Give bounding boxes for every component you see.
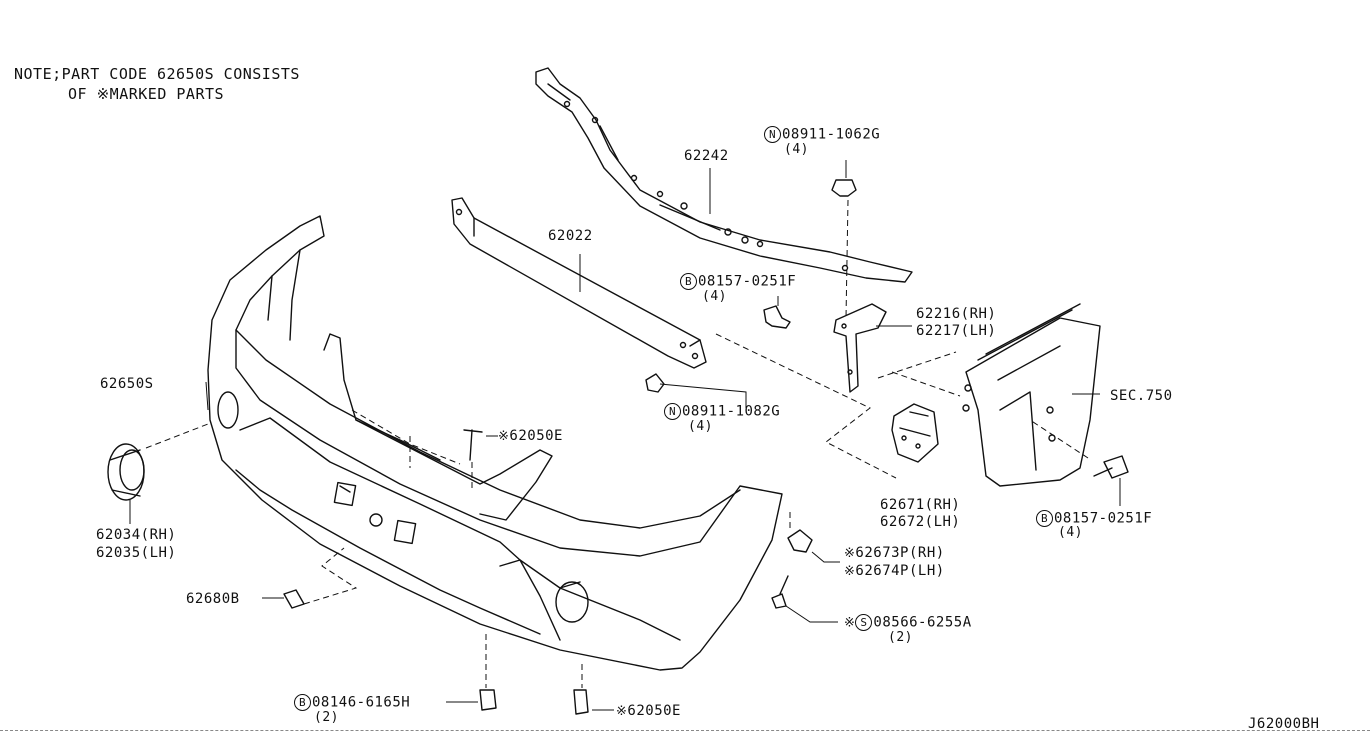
bracket-62671 xyxy=(891,403,939,463)
bolt-right-code: 08157-0251F xyxy=(1054,510,1153,527)
callout-62050E-bottom[interactable]: ※62050E xyxy=(616,703,681,720)
leader-lines xyxy=(129,160,1121,711)
callout-62242[interactable]: 62242 xyxy=(684,148,729,164)
callout-62674P-text: 62674P(LH) xyxy=(855,563,945,579)
bolt-right-qty: (4) xyxy=(1058,525,1083,540)
asterisk-mark: ※ xyxy=(616,704,628,719)
callout-62680B[interactable]: 62680B xyxy=(186,591,240,607)
b-circle-icon: B xyxy=(294,694,311,711)
callout-62022[interactable]: 62022 xyxy=(548,228,593,244)
callout-62034[interactable]: 62034(RH) xyxy=(96,527,177,543)
asterisk-mark: ※ xyxy=(844,546,856,561)
bolt-left-qty: (4) xyxy=(702,289,727,304)
n-circle-icon: N xyxy=(664,403,681,420)
callout-62671[interactable]: 62671(RH) xyxy=(880,497,961,513)
note-line-1: NOTE;PART CODE 62650S CONSISTS xyxy=(14,65,300,83)
bracket-62216 xyxy=(833,303,887,393)
n-circle-icon: N xyxy=(764,126,781,143)
fastener-shapes xyxy=(463,179,1129,715)
bolt-bottom-qty: (2) xyxy=(314,710,339,725)
note-line-2: OF ※MARKED PARTS xyxy=(68,85,225,103)
callout-62216[interactable]: 62216(RH) xyxy=(916,306,997,322)
nut-mid-qty: (4) xyxy=(688,419,713,434)
fog-cover-62034 xyxy=(107,443,145,501)
callout-sec750[interactable]: SEC.750 xyxy=(1110,388,1173,404)
nut-mid-code: 08911-1082G xyxy=(682,403,781,420)
callout-62217[interactable]: 62217(LH) xyxy=(916,323,997,339)
callout-62673P[interactable]: ※62673P(RH) xyxy=(844,545,945,562)
callout-62050E-bottom-text: 62050E xyxy=(627,703,681,719)
callout-62672[interactable]: 62672(LH) xyxy=(880,514,961,530)
asterisk-mark: ※ xyxy=(844,564,856,579)
callout-62035[interactable]: 62035(LH) xyxy=(96,545,177,561)
callout-62050E-top-text: 62050E xyxy=(509,428,563,444)
bolt-left-code: 08157-0251F xyxy=(698,273,797,290)
nut-top-qty: (4) xyxy=(784,142,809,157)
callout-62050E-top[interactable]: ※62050E xyxy=(498,428,563,445)
callout-62674P[interactable]: ※62674P(LH) xyxy=(844,563,945,580)
nut-top-code: 08911-1062G xyxy=(782,126,881,143)
upper-reinforcement-62242 xyxy=(535,67,913,283)
b-circle-icon: B xyxy=(680,273,697,290)
asterisk-mark: ※ xyxy=(498,429,510,444)
screw-code: 08566-6255A xyxy=(873,614,972,631)
clip-62680B xyxy=(283,589,305,609)
screw-qty: (2) xyxy=(888,630,913,645)
b-circle-icon: B xyxy=(1036,510,1053,527)
lower-beam-62022 xyxy=(451,197,707,369)
asterisk-mark: ※ xyxy=(844,615,856,631)
diagram-code: J62000BH xyxy=(1248,716,1320,732)
s-circle-icon: S xyxy=(855,614,873,631)
frame-sec750 xyxy=(962,303,1101,487)
callout-62650S[interactable]: 62650S xyxy=(100,376,154,392)
bumper-fascia-62650S xyxy=(207,215,783,671)
callout-62673P-text: 62673P(RH) xyxy=(855,545,945,561)
bolt-bottom-code: 08146-6165H xyxy=(312,694,411,711)
bottom-divider xyxy=(0,730,1370,731)
